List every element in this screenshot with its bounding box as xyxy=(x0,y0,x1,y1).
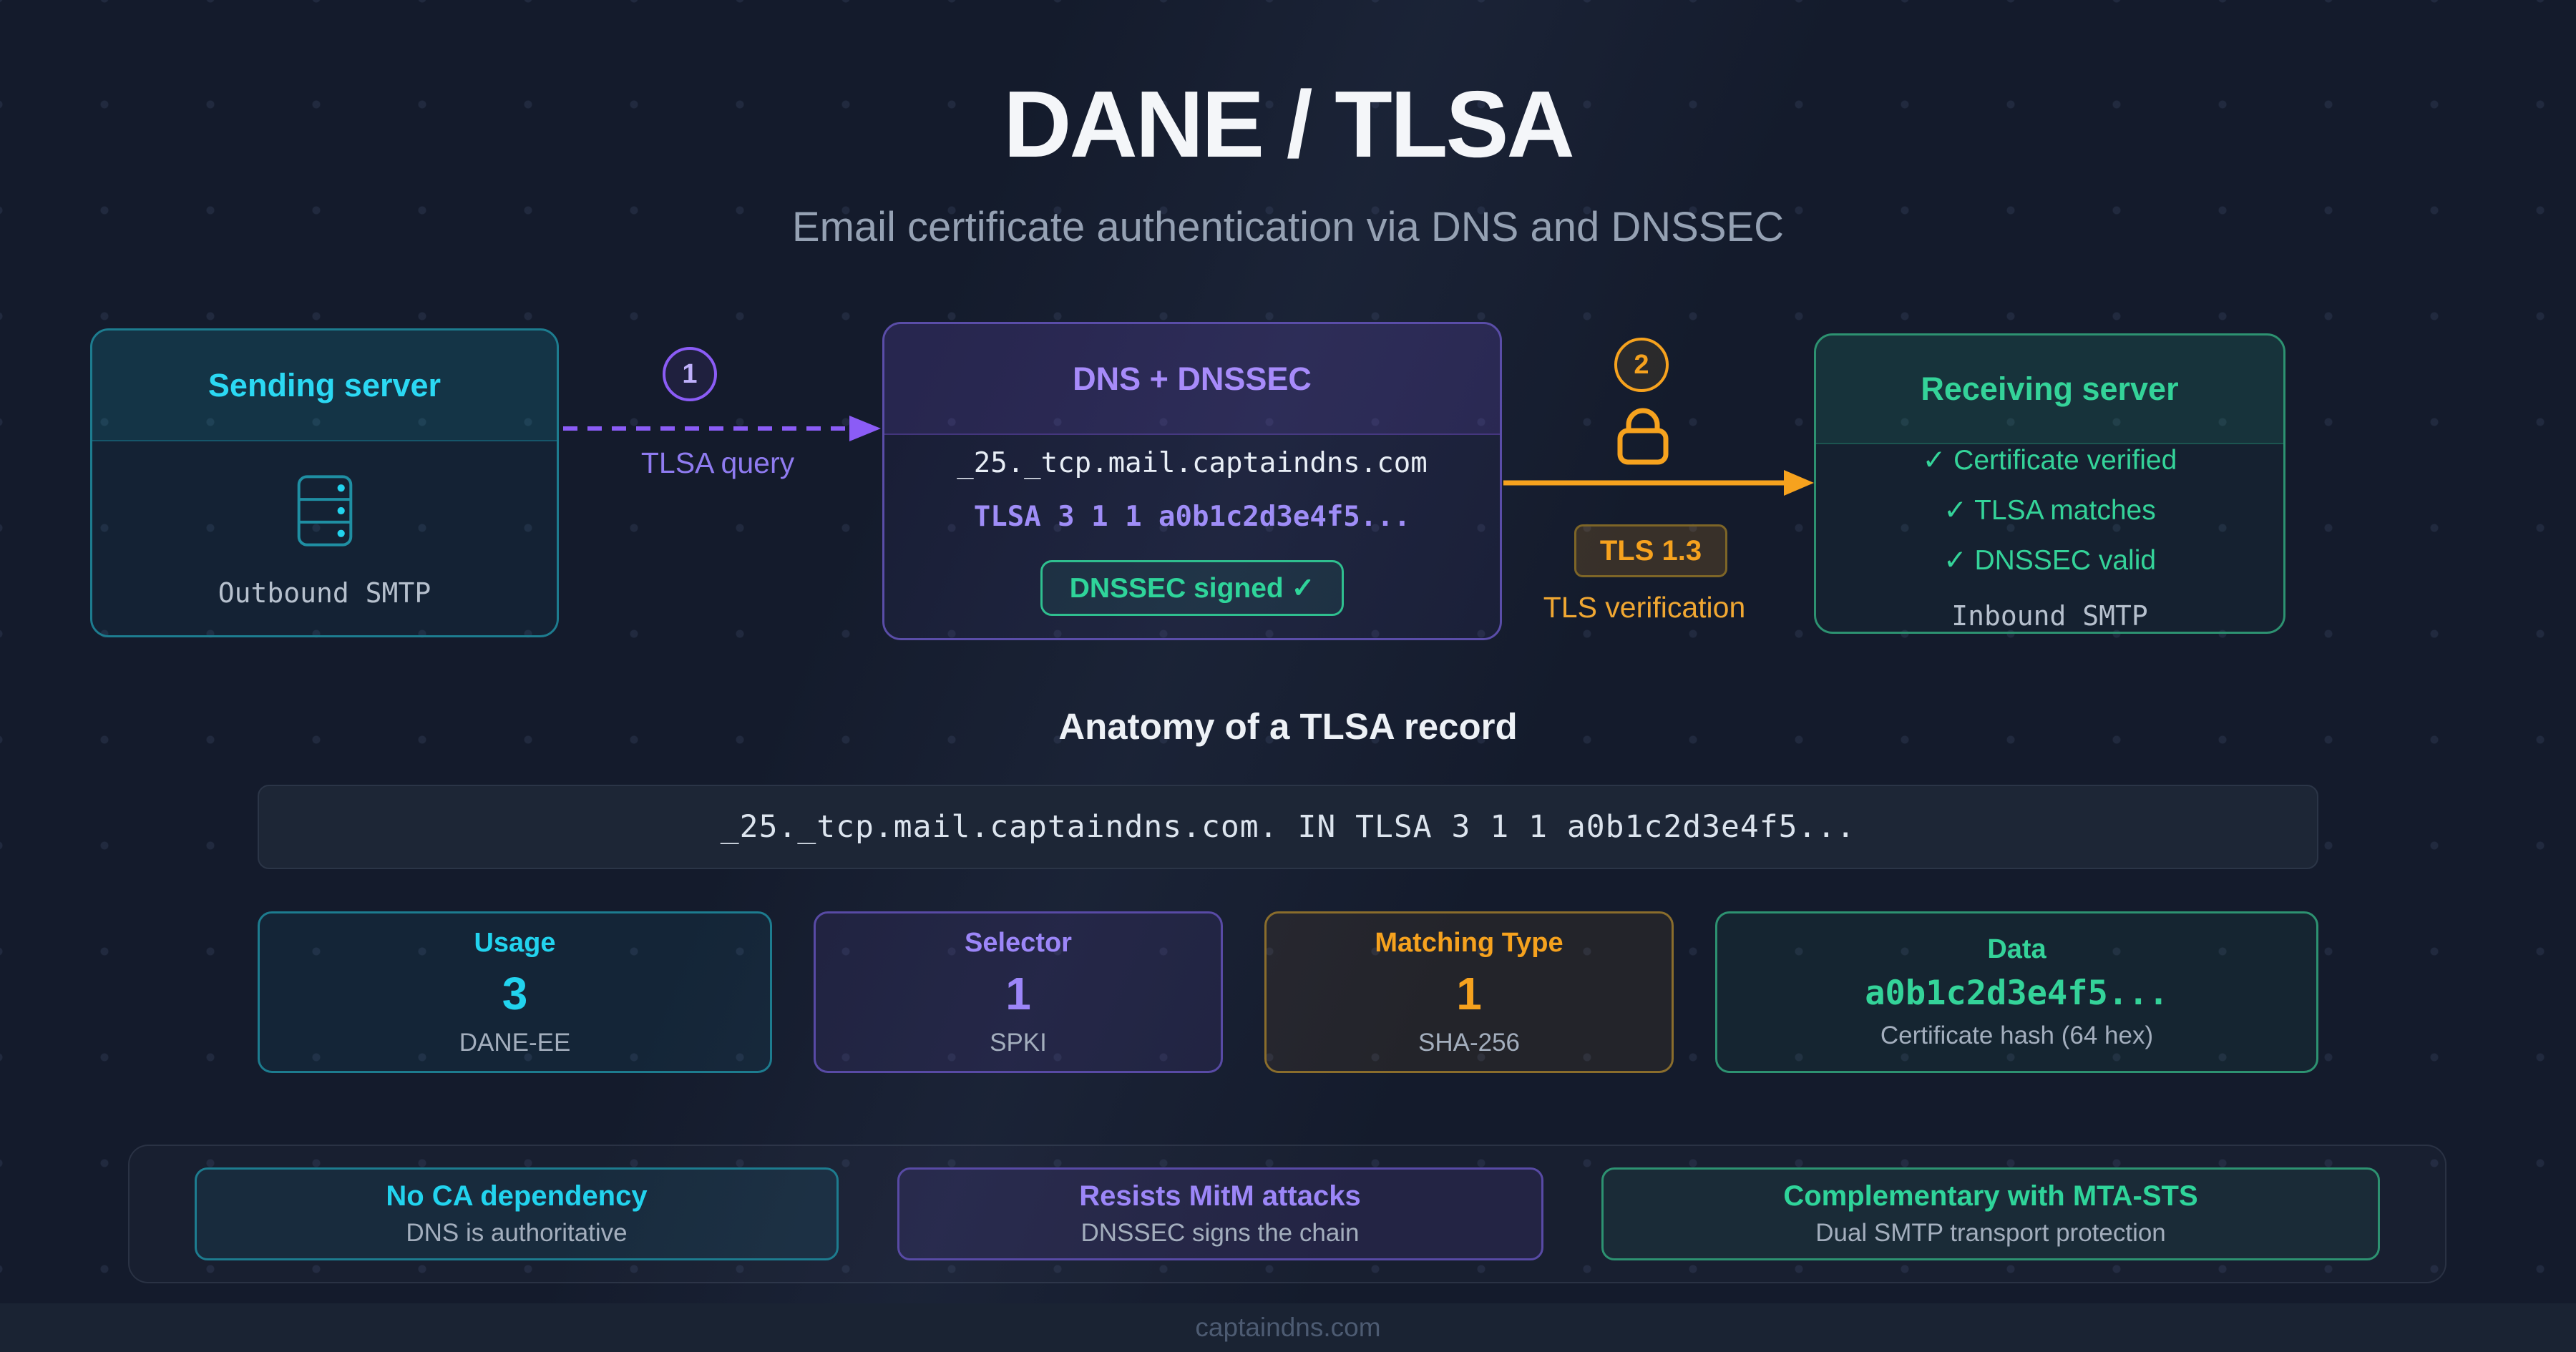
dns-tlsa-record: TLSA 3 1 1 a0b1c2d3e4f5... xyxy=(973,501,1411,533)
benefit-title: Resists MitM attacks xyxy=(1079,1180,1361,1212)
field-value: 3 xyxy=(502,967,528,1019)
tlsa-record-bar: _25._tcp.mail.captaindns.com. IN TLSA 3 … xyxy=(258,785,2318,869)
benefit-title: No CA dependency xyxy=(386,1180,648,1212)
lock-icon xyxy=(1617,408,1669,465)
dns-dnssec-title: DNS + DNSSEC xyxy=(884,324,1500,435)
field-value: 1 xyxy=(1456,967,1482,1019)
field-value: 1 xyxy=(1005,967,1031,1019)
step-2-badge: 2 xyxy=(1614,338,1669,392)
benefit-subtitle: DNS is authoritative xyxy=(406,1219,628,1247)
tlsa-query-label: TLSA query xyxy=(640,446,795,479)
step-1-number: 1 xyxy=(682,358,698,389)
field-meaning: SHA-256 xyxy=(1418,1028,1521,1057)
page-title: DANE / TLSA xyxy=(1003,72,1575,177)
benefit-complementary-mta-sts: Complementary with MTA-STS Dual SMTP tra… xyxy=(1601,1167,2380,1260)
sending-server-node: Sending server Outbound SMTP xyxy=(90,328,559,637)
step-1-badge: 1 xyxy=(663,347,717,401)
field-meaning: SPKI xyxy=(990,1028,1047,1057)
field-label: Usage xyxy=(474,927,556,958)
dns-dnssec-body: _25._tcp.mail.captaindns.com TLSA 3 1 1 … xyxy=(884,435,1500,638)
receiving-server-body: ✓ Certificate verified ✓ TLSA matches ✓ … xyxy=(1816,444,2283,632)
tls-version-badge: TLS 1.3 xyxy=(1574,524,1727,577)
tlsa-field-cards: Usage 3 DANE-EE Selector 1 SPKI Matching… xyxy=(258,911,2318,1073)
footer: captaindns.com xyxy=(0,1303,2576,1352)
dns-query-name: _25._tcp.mail.captaindns.com xyxy=(957,447,1428,479)
field-card-data: Data a0b1c2d3e4f5... Certificate hash (6… xyxy=(1715,911,2318,1073)
benefit-title: Complementary with MTA-STS xyxy=(1783,1180,2198,1212)
field-meaning: Certificate hash (64 hex) xyxy=(1880,1022,2154,1049)
benefit-subtitle: DNSSEC signs the chain xyxy=(1080,1219,1360,1247)
field-label: Selector xyxy=(965,927,1072,958)
benefit-resists-mitm: Resists MitM attacks DNSSEC signs the ch… xyxy=(897,1167,1543,1260)
server-icon xyxy=(297,474,352,547)
sending-server-caption: Outbound SMTP xyxy=(218,577,431,609)
tls-verification-arrow xyxy=(1503,470,1814,496)
tls-verification-label: TLS verification xyxy=(1543,591,1746,624)
page-subtitle: Email certificate authentication via DNS… xyxy=(791,204,1785,250)
receiving-server-title: Receiving server xyxy=(1816,335,2283,444)
field-meaning: DANE-EE xyxy=(459,1028,571,1057)
benefit-subtitle: Dual SMTP transport protection xyxy=(1815,1219,2166,1247)
check-dnssec-valid: ✓ DNSSEC valid xyxy=(1943,545,2157,576)
field-card-selector: Selector 1 SPKI xyxy=(814,911,1223,1073)
dns-dnssec-node: DNS + DNSSEC _25._tcp.mail.captaindns.co… xyxy=(882,322,1502,640)
benefits-panel: No CA dependency DNS is authoritative Re… xyxy=(128,1145,2446,1283)
field-label: Matching Type xyxy=(1375,927,1563,958)
field-card-matching-type: Matching Type 1 SHA-256 xyxy=(1264,911,1674,1073)
step-2-number: 2 xyxy=(1634,349,1649,380)
receiving-server-caption: Inbound SMTP xyxy=(1951,600,2148,632)
check-tlsa-matches: ✓ TLSA matches xyxy=(1943,495,2156,526)
check-certificate-verified: ✓ Certificate verified xyxy=(1922,445,2177,476)
dnssec-signed-badge: DNSSEC signed ✓ xyxy=(1040,560,1345,616)
anatomy-section-title: Anatomy of a TLSA record xyxy=(1058,706,1518,747)
receiving-server-node: Receiving server ✓ Certificate verified … xyxy=(1814,333,2285,634)
sending-server-title: Sending server xyxy=(92,330,557,441)
field-label: Data xyxy=(1987,934,2046,964)
field-value: a0b1c2d3e4f5... xyxy=(1865,974,2169,1013)
field-card-usage: Usage 3 DANE-EE xyxy=(258,911,772,1073)
footer-domain: captaindns.com xyxy=(1195,1313,1381,1342)
sending-server-body: Outbound SMTP xyxy=(92,441,557,635)
tlsa-query-arrow xyxy=(563,416,881,441)
benefit-no-ca-dependency: No CA dependency DNS is authoritative xyxy=(195,1167,839,1260)
